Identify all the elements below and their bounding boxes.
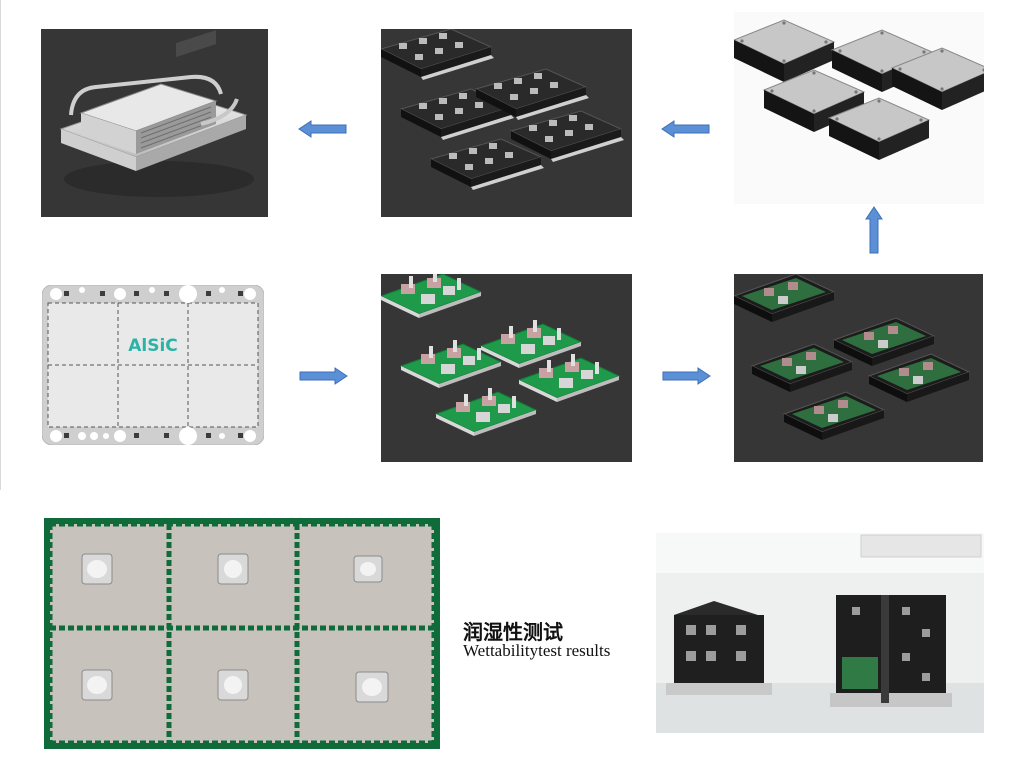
housed-substrates-illustration [734,274,970,441]
panel-alsic-baseplate: AlSiC [42,285,264,445]
alsic-baseplate-illustration: AlSiC [42,285,264,445]
assembled-housing-illustration [59,30,254,197]
photo-real-modules [656,533,984,733]
wettability-plate-illustration [47,521,437,746]
alsic-label: AlSiC [128,336,178,356]
photo-wettability-plate [44,518,440,749]
panel-housed-substrates [734,274,983,462]
arrow-right-icon [662,367,711,385]
lidded-modules-illustration [734,19,984,161]
wettability-title-cn: 润湿性测试 [463,620,563,644]
panel-lidded-modules [734,12,984,204]
wettability-title-en: Wettabilitytest results [463,641,611,660]
arrow-left-icon [661,120,710,138]
arrow-left-icon [298,120,347,138]
substrates-illustration [381,274,620,437]
arrow-right-icon [299,367,348,385]
panel-substrates [381,274,632,462]
real-modules-illustration [656,533,984,733]
panel-assembled-housing [41,29,268,217]
arrow-up-icon [865,206,883,254]
page-edge-line [0,0,1,490]
panel-finished-modules [381,29,632,217]
finished-modules-illustration [381,29,625,191]
